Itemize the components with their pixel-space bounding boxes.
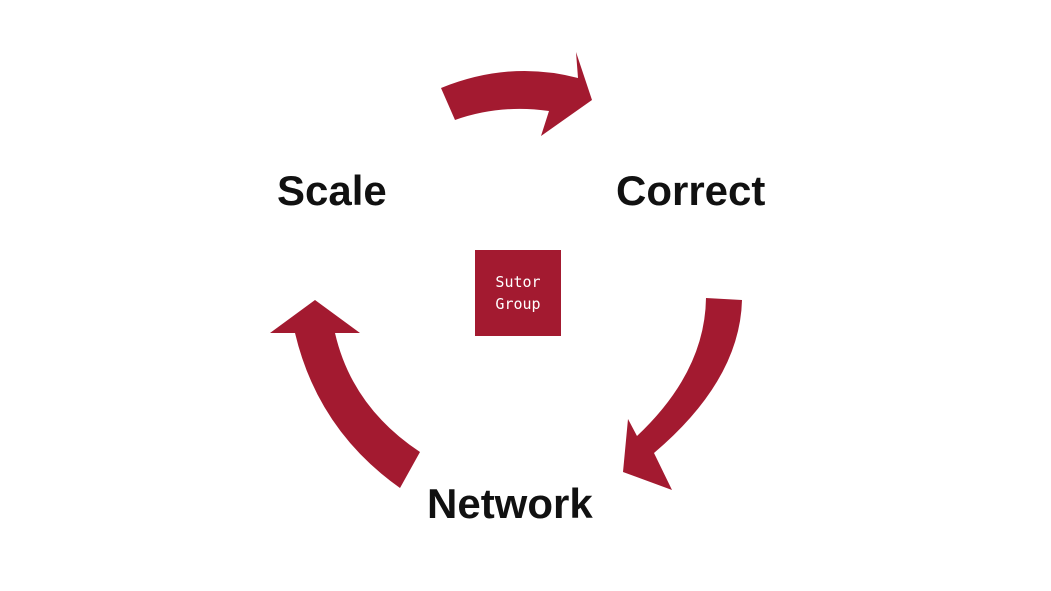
center-logo-line2: Group [495,295,541,313]
arrow-scale-to-correct [441,52,592,136]
arrow-network-to-scale [270,300,420,488]
node-correct-label: Correct [616,167,766,214]
node-scale-label: Scale [277,167,387,214]
node-network-label: Network [427,480,593,527]
center-logo-box: Sutor Group [475,250,561,336]
center-logo-line1: Sutor [495,273,541,291]
arrow-correct-to-network [623,298,742,490]
